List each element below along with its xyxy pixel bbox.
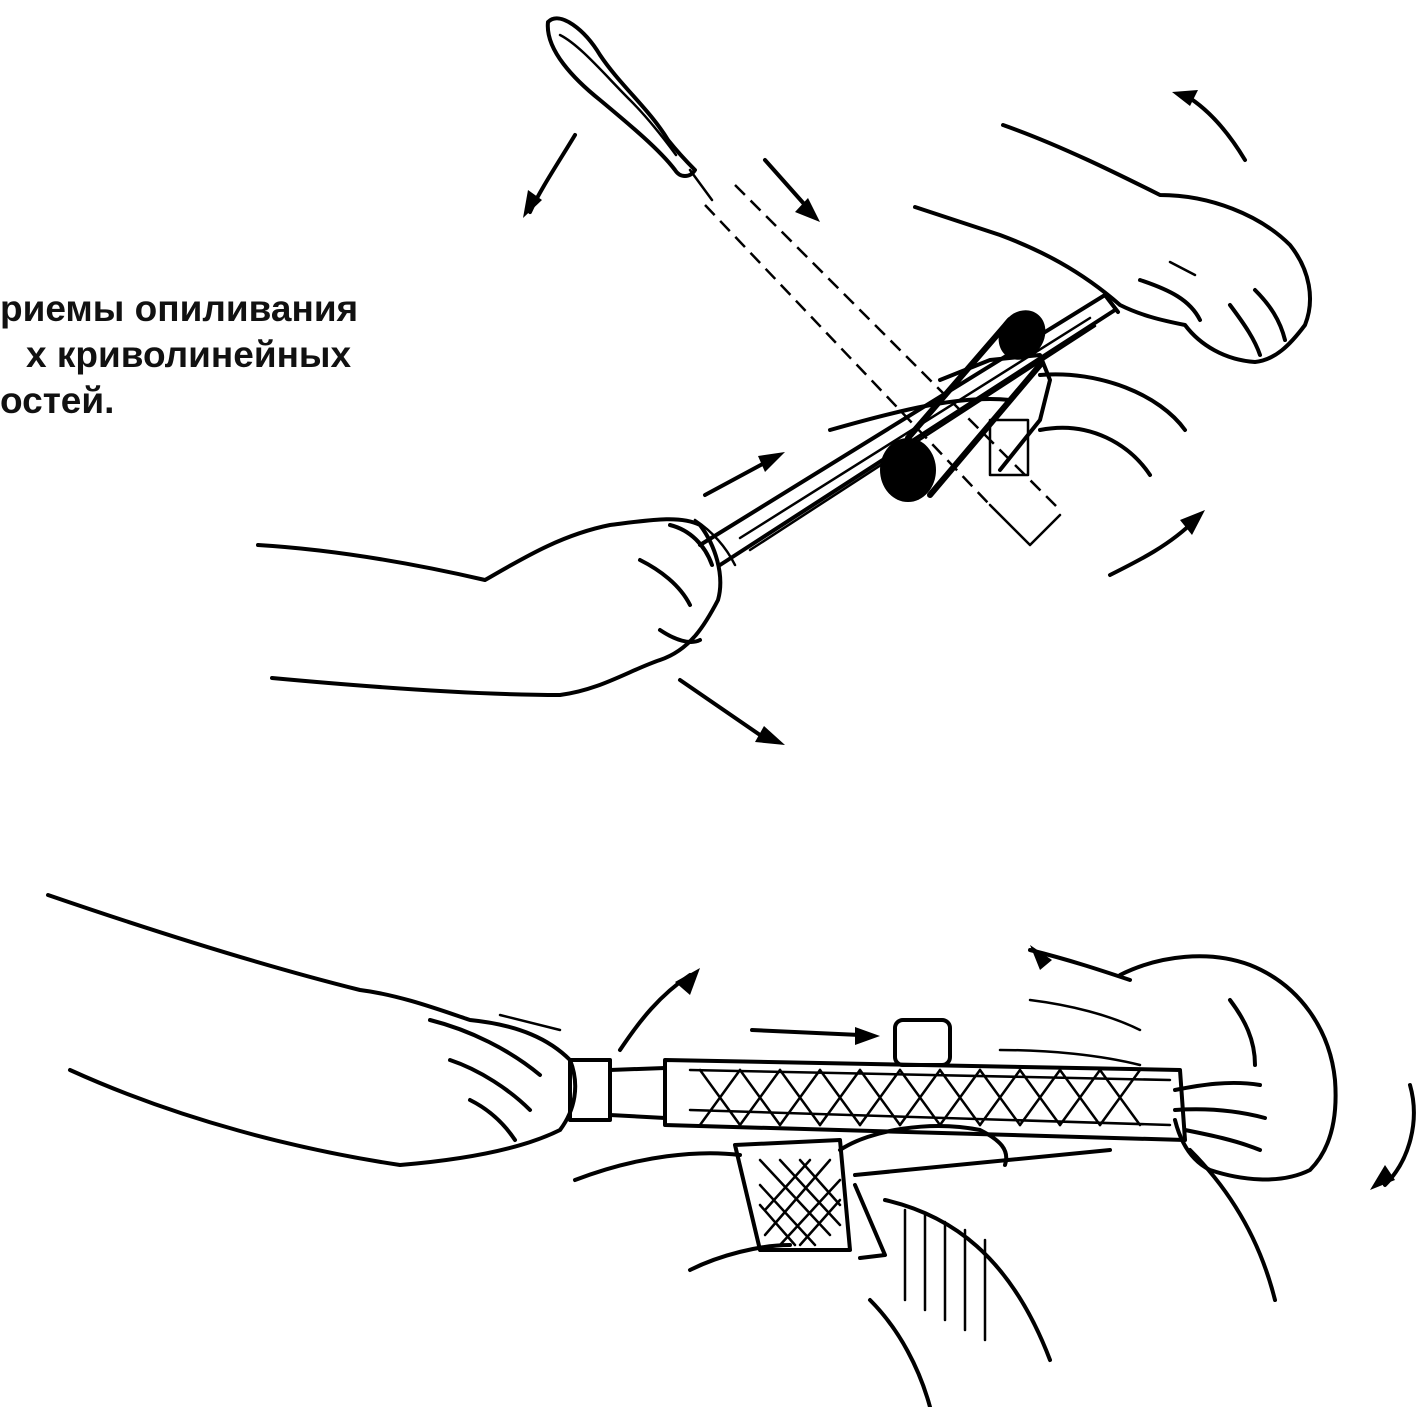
vise-workpiece-icon xyxy=(575,1020,1275,1407)
motion-arrows-top-icon xyxy=(523,90,1245,745)
filing-convex-surface-icon xyxy=(0,0,1428,760)
left-hand-icon xyxy=(258,519,735,695)
flat-file-icon xyxy=(570,1060,1185,1140)
file-icon xyxy=(700,295,1118,565)
filing-concave-surface-icon xyxy=(0,760,1428,1407)
left-hand-bottom-icon xyxy=(48,895,575,1165)
ghost-file-icon xyxy=(548,18,1060,545)
right-hand-icon xyxy=(915,125,1310,362)
round-workpiece-icon xyxy=(830,301,1185,502)
